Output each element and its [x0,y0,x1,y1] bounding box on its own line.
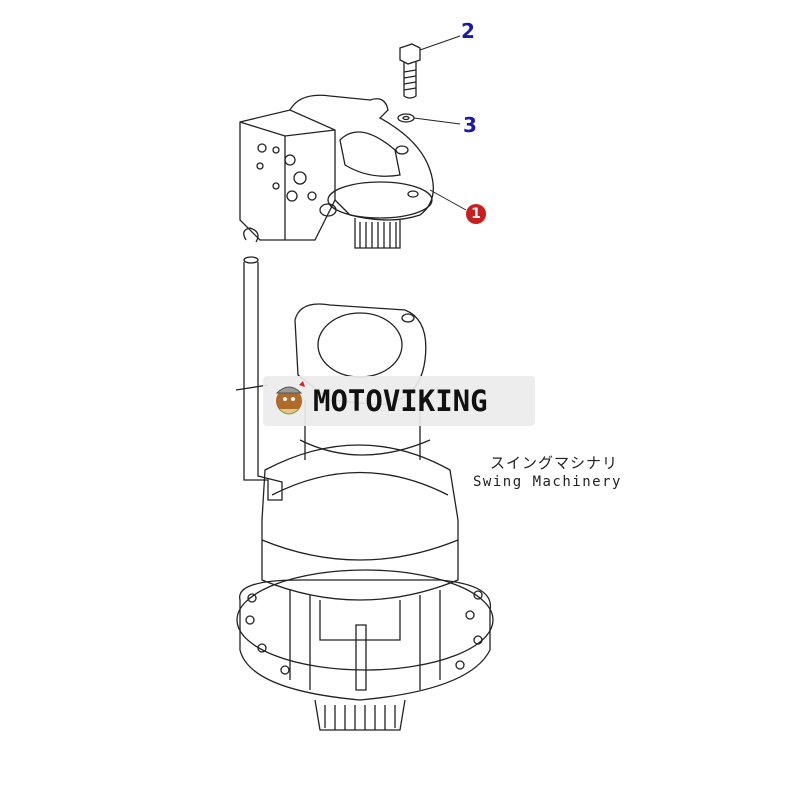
callout-1: 1 [466,204,486,224]
watermark: MOTOVIKING [263,376,535,426]
caption-japanese: スイングマシナリ [490,454,619,472]
watermark-text: MOTOVIKING [313,384,488,418]
viking-logo-icon [275,381,305,415]
callout-2: 2 [461,19,475,43]
bolt-part [399,43,421,99]
caption-english: Swing Machinery [473,474,622,490]
washer-part [397,113,415,123]
swing-machinery-housing [236,303,494,731]
callout-3: 3 [463,113,477,137]
swing-motor-part [239,94,434,249]
level-gauge-tube [235,227,283,501]
